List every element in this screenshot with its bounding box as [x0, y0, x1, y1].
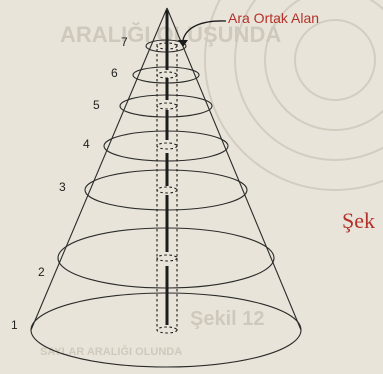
level-label-6: 6: [111, 66, 118, 80]
axis-cap-4: [156, 142, 178, 150]
level-label-3: 3: [59, 180, 66, 194]
axis-cap-5: [156, 102, 178, 110]
cone-left-edge: [30, 7, 168, 331]
level-label-5: 5: [93, 98, 100, 112]
level-labels: 1 2 3 4 5 6 7: [11, 35, 128, 332]
cone-right-edge: [166, 7, 302, 331]
ghost-arc-2: [264, 0, 383, 131]
figure-caption-fragment: Şek: [342, 208, 375, 233]
ghost-arc-1: [294, 19, 376, 101]
axis-cap-1: [156, 326, 178, 334]
axis-cap-2: [156, 254, 178, 262]
ghost-arc-3: [234, 0, 383, 161]
ghost-arc-4: [204, 0, 383, 191]
axis-cap-7: [156, 42, 178, 50]
callout-arrow-line: [182, 20, 227, 41]
level-label-7: 7: [121, 35, 128, 49]
level-label-2: 2: [38, 265, 45, 279]
level-label-1: 1: [11, 318, 18, 332]
callout-arrowhead-icon: [178, 40, 188, 47]
callout-label: Ara Ortak Alan: [228, 10, 319, 26]
cone-outline: [30, 7, 302, 331]
callout: Ara Ortak Alan: [178, 10, 319, 47]
axis-cap-3: [156, 186, 178, 194]
ghost-text-bottom: Şekil 12: [190, 308, 265, 330]
central-axis: [156, 10, 178, 334]
axis-cap-6: [156, 71, 178, 79]
level-label-4: 4: [83, 137, 90, 151]
bleed-through-layer: ARALIĞI OLUŞUNDA Şekil 12 SAYLAR ARALIĞI…: [40, 0, 383, 358]
ghost-text-footer: SAYLAR ARALIĞI OLUNDA: [40, 345, 182, 358]
